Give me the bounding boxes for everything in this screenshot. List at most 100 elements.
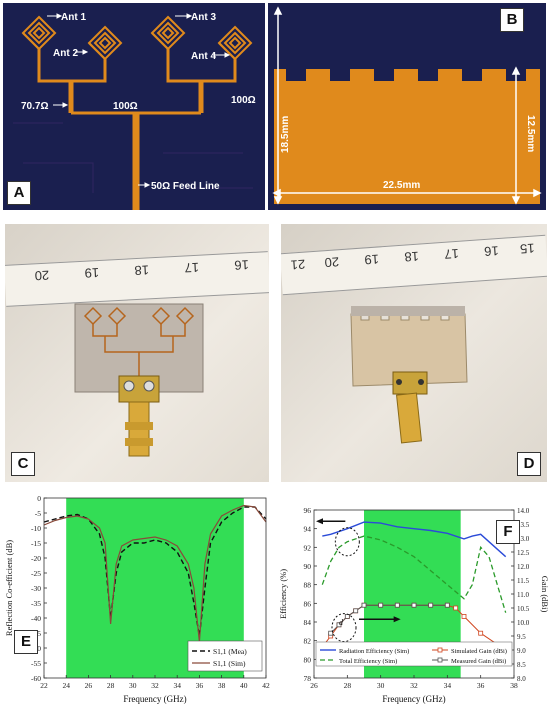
y2-tick-label-6: 11.0 [517, 591, 529, 599]
x-tick-label-5: 36 [477, 681, 485, 690]
panel-b: 18.5mm 12.5mm 22.5mm B [268, 3, 546, 210]
x-tick-label-4: 34 [444, 681, 452, 690]
panel-d-photo: 21 20 19 18 17 16 15 D [281, 224, 547, 482]
panel-e-chart: 0-5-10-15-20-25-30-35-40-45-50-55-602224… [0, 492, 276, 712]
y-tick-label-2: -10 [31, 524, 41, 533]
y2-tick-label-5: 10.5 [517, 605, 530, 613]
series-sim-line [43, 504, 267, 643]
gain-series-1-point-1 [336, 622, 342, 628]
label-z100b: 100Ω [231, 95, 256, 106]
x-axis-label: Frequency (GHz) [123, 694, 186, 704]
y2-axis-label: Gain (dBi) [540, 576, 550, 613]
legend-label-1: S1,1 (Sim) [213, 659, 246, 668]
y2-tick-label-8: 12.0 [517, 563, 530, 571]
x-tick-label-6: 34 [173, 681, 181, 690]
arrow-head-right [393, 616, 401, 623]
panel-e-tag: E [14, 630, 38, 654]
annotation-label: d [339, 618, 344, 627]
x-tick-label-3: 32 [410, 681, 418, 690]
x-tick-label-7: 36 [196, 681, 204, 690]
panel-d-tag: D [517, 452, 541, 476]
legend-gain-label-0: Simulated Gain (dBi) [451, 648, 507, 655]
efficiency-series-1-line [321, 535, 507, 613]
label-feed: 50Ω Feed Line [151, 181, 220, 192]
panel-a-tag: A [7, 181, 31, 205]
y2-tick-label-12: 14.0 [517, 507, 530, 515]
dim-height-2: 12.5mm [525, 115, 536, 152]
label-z100a: 100Ω [113, 101, 138, 112]
x-tick-label-0: 26 [310, 681, 318, 690]
x-tick-label-2: 30 [377, 681, 385, 690]
x-tick-label-5: 32 [151, 681, 159, 690]
y2-tick-label-1: 8.5 [517, 661, 526, 669]
gain-series-1-point-5 [378, 602, 384, 608]
y-axis-label: Efficiency (%) [278, 569, 288, 619]
x-tick-label-8: 38 [218, 681, 226, 690]
gain-series-1-line [330, 604, 448, 634]
label-ant2: Ant 2 [53, 48, 78, 59]
x-tick-label-3: 28 [107, 681, 115, 690]
y-tick-label-5: -25 [31, 569, 41, 578]
y-tick-label-3: 84 [304, 618, 312, 627]
y-axis-label: Reflection Co-efficient (dB) [4, 540, 14, 636]
ant3-element [151, 16, 185, 50]
y-tick-label-7: 92 [304, 543, 312, 552]
gain-series-0-point-11 [453, 605, 459, 611]
legend: Radiation Efficiency (Sim) Total Efficien… [315, 641, 513, 667]
label-z707: 70.7Ω [21, 101, 48, 112]
y-tick-label-11: -55 [31, 659, 41, 668]
x-tick-label-1: 28 [344, 681, 352, 690]
y-tick-label-2: 82 [304, 637, 312, 646]
label-ant1: Ant 1 [61, 12, 86, 23]
panel-f-tag: F [496, 520, 520, 544]
x-tick-label-6: 38 [510, 681, 518, 690]
s11-chart: 0-5-10-15-20-25-30-35-40-45-50-55-602224… [4, 494, 270, 704]
panel-c-photo: 20 19 18 17 16 C [5, 224, 269, 482]
legend-eff-label-0: Radiation Efficiency (Sim) [339, 648, 409, 655]
y-tick-label-4: -20 [31, 554, 41, 563]
y2-tick-label-3: 9.5 [517, 633, 526, 641]
x-tick-label-9: 40 [240, 681, 248, 690]
ground-plane-diagram: 18.5mm 12.5mm 22.5mm [272, 6, 542, 205]
legend-gain-marker-0 [437, 647, 443, 653]
gain-series-1-point-6 [394, 602, 400, 608]
legend-eff-label-1: Total Efficiency (Sim) [339, 658, 397, 665]
legend-box [315, 641, 513, 667]
x-tick-label-1: 24 [62, 681, 70, 690]
label-ant3: Ant 3 [191, 12, 216, 23]
feed-network-diagram: Ant 1 Ant 2 Ant 3 Ant 4 70.7Ω 100Ω 100Ω … [13, 12, 256, 210]
y-tick-label-8: -40 [31, 614, 41, 623]
x-tick-label-0: 22 [40, 681, 48, 690]
y-tick-label-1: 80 [304, 655, 312, 664]
gain-series-0-point-12 [461, 614, 467, 619]
y-tick-label-4: 86 [304, 599, 312, 608]
gain-series-1-point-4 [361, 602, 367, 608]
ant4-element [218, 26, 252, 60]
y2-tick-label-7: 11.5 [517, 577, 529, 585]
y2-tick-label-10: 13.0 [517, 535, 530, 543]
x-tick-label-4: 30 [129, 681, 137, 690]
dim-width: 22.5mm [383, 180, 420, 191]
y-tick-label-9: 96 [304, 506, 312, 515]
panel-b-tag: B [500, 8, 524, 32]
ant2-element [88, 26, 122, 60]
plot-frame [43, 497, 267, 679]
gain-series-1-point-8 [428, 602, 434, 608]
annotation-circle-gain [331, 613, 357, 643]
gain-series-1-point-7 [411, 602, 417, 608]
efficiency-gain-chart: 788082848688909294968.08.59.09.510.010.5… [278, 506, 550, 704]
y-tick-label-1: -5 [35, 509, 41, 518]
series-mea-line [43, 506, 267, 637]
efficiency-series-0-line [322, 521, 507, 558]
y-tick-label-0: 0 [37, 494, 41, 503]
annotation-circle-efficiency [334, 527, 360, 557]
y-tick-label-3: -15 [31, 539, 41, 548]
legend: S1,1 (Mea)S1,1 (Sim) [187, 640, 263, 672]
x-axis-label: Frequency (GHz) [382, 694, 445, 704]
gain-series-1-point-0 [328, 630, 334, 636]
dim-height-1: 18.5mm [280, 116, 291, 153]
ant1-element [22, 16, 56, 50]
legend-gain-label-1: Measured Gain (dBi) [451, 658, 506, 665]
panel-c-tag: C [11, 452, 35, 476]
